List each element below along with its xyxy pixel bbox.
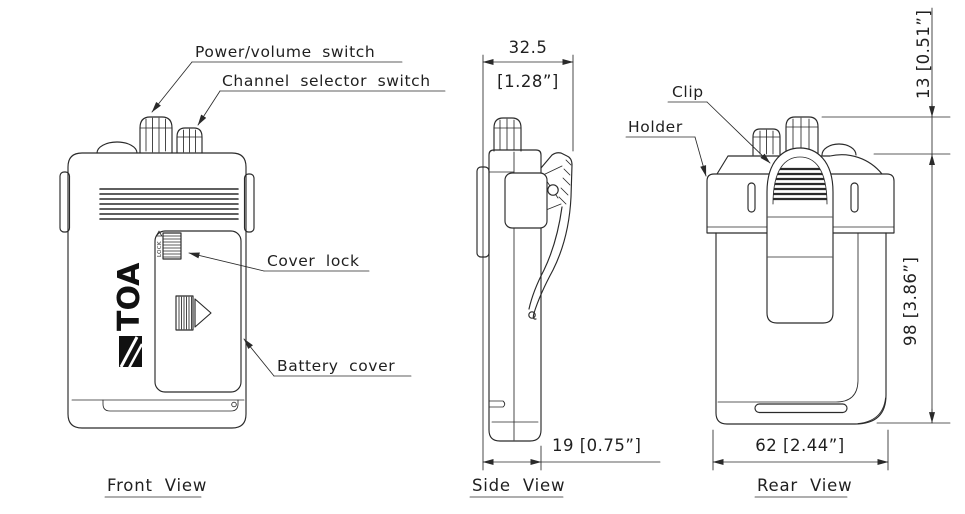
callout-channel-selector: Channel selector switch [197, 72, 446, 126]
rear-body-height-text: 98 [3.86”] [901, 257, 920, 346]
rear-body-top [716, 154, 883, 175]
front-view: LOCK TOA Power/volume switch C [59, 43, 446, 498]
side-clip [528, 152, 573, 320]
rear-bottom-slot [754, 403, 848, 414]
front-right-side-tab [243, 173, 255, 233]
side-clip-tip [528, 311, 536, 319]
rear-battery-seam [717, 232, 859, 403]
side-holder-block [504, 172, 548, 229]
dim-rear-heights: 13 [0.51”] 98 [3.86”] [821, 7, 951, 424]
front-cover-lock-slider: LOCK [155, 230, 182, 260]
rear-lower-body [715, 232, 887, 425]
clip-label: Clip [672, 83, 704, 101]
side-knob [493, 117, 522, 152]
side-body-depth-text: 19 [0.75”] [552, 436, 641, 455]
front-view-title-text: Front View [107, 476, 207, 495]
dim-side-body-depth: 19 [0.75”] [482, 436, 661, 471]
front-channel-knob [176, 127, 203, 154]
rear-band-slot-left [747, 182, 756, 213]
rear-view-title-text: Rear View [757, 476, 852, 495]
toa-logo: TOA [112, 262, 147, 369]
front-view-title: Front View [104, 476, 207, 498]
rear-body-width-text: 62 [2.44”] [755, 436, 844, 455]
channel-selector-label: Channel selector switch [222, 72, 431, 90]
lock-marking-text: LOCK [157, 241, 163, 257]
callout-clip: Clip [667, 83, 771, 164]
front-battery-latch [175, 295, 212, 331]
rear-view-title: Rear View [754, 476, 852, 498]
front-bottom-details [71, 399, 245, 412]
side-depth-in-text: [1.28”] [497, 72, 559, 91]
side-clip-pivot [547, 184, 559, 196]
rear-clip-ridges [773, 167, 827, 201]
front-left-side-tab [59, 171, 71, 233]
callout-holder: Holder [625, 118, 707, 177]
side-depth-mm-text: 32.5 [509, 38, 548, 57]
toa-logo-text: TOA [112, 262, 147, 331]
rear-channel-knob [752, 128, 781, 156]
holder-label: Holder [628, 118, 683, 136]
cover-lock-label: Cover lock [267, 252, 360, 270]
lock-direction-triangle-icon [155, 230, 163, 237]
front-body-outline [59, 141, 255, 429]
front-battery-cover-panel [154, 230, 242, 393]
rear-power-knob [785, 116, 819, 156]
side-view-title-text: Side View [472, 476, 565, 495]
side-bottom-notch [488, 400, 506, 408]
front-body [67, 152, 247, 429]
rear-top-bump [821, 143, 857, 156]
rear-view: Clip Holder 13 [0.51”] 98 [3.86”] 62 [2.… [625, 7, 951, 498]
side-view: 32.5 [1.28”] [469, 38, 661, 498]
front-top-bump [96, 141, 138, 154]
battery-cover-label: Battery cover [277, 357, 395, 375]
callout-battery-cover: Battery cover [243, 338, 412, 377]
rear-band-slot-right [850, 182, 859, 213]
dim-side-overall-depth: 32.5 [1.28”] [482, 38, 574, 471]
side-clip-knurl [558, 159, 572, 205]
callout-power-volume: Power/volume switch [151, 43, 403, 113]
side-view-title: Side View [469, 476, 565, 498]
rear-clip-offset-text: 13 [0.51”] [914, 10, 933, 99]
latch-arrow-icon [194, 298, 212, 328]
front-grille [99, 188, 239, 220]
dim-rear-width: 62 [2.44”] [712, 429, 889, 471]
rear-clip [766, 147, 834, 324]
front-power-knob [139, 116, 173, 154]
callout-cover-lock: Cover lock [188, 252, 370, 272]
power-volume-label: Power/volume switch [195, 43, 375, 61]
